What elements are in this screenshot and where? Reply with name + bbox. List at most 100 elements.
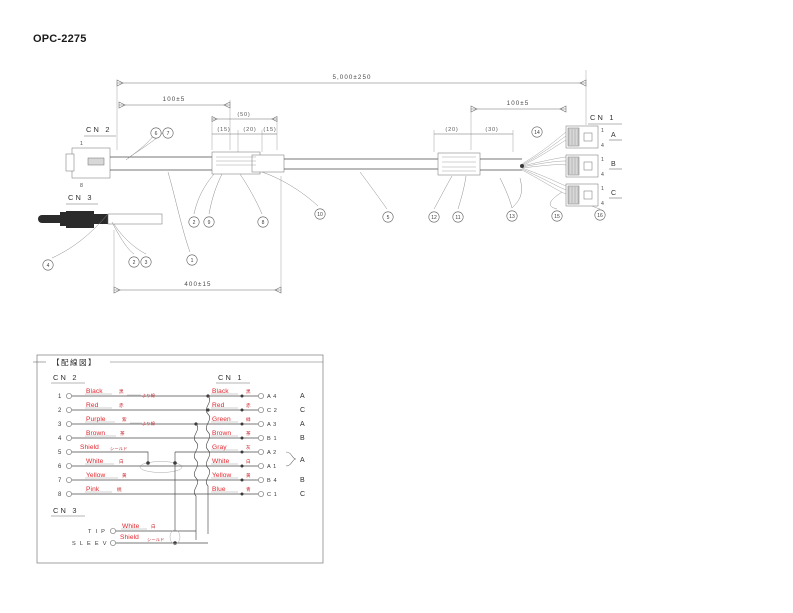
cn2-wire-color-jp: 赤 — [119, 403, 124, 408]
cn2-pin-number: 6 — [58, 464, 62, 470]
cn2-label: CN 2 — [86, 125, 112, 134]
dimension-right-span: 100±5 — [470, 100, 567, 150]
wire-row: 7 Yellow 黄 Yellow 黄 B 4 B — [58, 472, 305, 484]
dimension-overall: 5,000±250 — [116, 70, 587, 150]
cn2-wire-color-jp: 紫 — [122, 417, 127, 422]
wire-row: 8 Pink 桃 Blue 青 C 1 C — [58, 486, 305, 498]
cn3-row: T I P White 白 — [88, 523, 196, 535]
cn2-wire-color-jp: 黒 — [119, 389, 124, 395]
balloon: 15 — [551, 210, 563, 222]
dim-mid-bracket: (50) — [237, 112, 250, 118]
balloon: 7 — [162, 127, 174, 139]
cn3-label: CN 3 — [68, 193, 94, 202]
balloon: 1 — [186, 254, 198, 266]
wire-row: 5 Shield シールド Gray 灰 A 2 — [58, 444, 277, 462]
cn1-a-pin-bottom: 4 — [601, 143, 604, 149]
dimension-bottom-span: 400±15 — [113, 176, 282, 294]
cn3-wire-color: Shield — [120, 534, 139, 541]
cn2-pin-top: 1 — [80, 141, 83, 147]
bracket-group-label: A — [300, 457, 305, 464]
cn3-wire-color-jp: 白 — [151, 523, 156, 530]
wire-row: 4 Brown 茶 Brown 茶 B 1 B — [58, 430, 305, 442]
balloon: 10 — [314, 208, 326, 220]
cn2-pin-number: 1 — [58, 394, 62, 400]
cn1-module-c: 1 4 C — [565, 183, 622, 207]
dimension-mid-bracket: (50) — [211, 112, 278, 150]
wd-cn3-block: CN 3 T I P White 白 S L E E V E Shield シー… — [51, 462, 208, 547]
cn1-group: A — [300, 421, 305, 428]
cn2-wire-color: Pink — [86, 486, 100, 493]
cn2-wire-color: Shield — [80, 444, 99, 451]
cn1-wire-color-jp: 白 — [246, 458, 251, 465]
cn1-group: C — [300, 407, 305, 414]
cn1-wire-color: Yellow — [212, 472, 232, 479]
cn2-pin-number: 2 — [58, 408, 62, 414]
wd-cn2-label: CN 2 — [53, 373, 79, 382]
cn1-wire-color: Red — [212, 402, 225, 409]
balloon-number: 2 — [193, 220, 196, 226]
cn1-wire-color: Black — [212, 388, 229, 395]
cable-branch-wires — [51, 127, 513, 259]
balloon: 8 — [257, 216, 269, 228]
balloon-number: 12 — [431, 215, 437, 221]
cn3-wire-color: White — [122, 523, 140, 530]
cn1-group: B — [300, 477, 305, 484]
cn1-terminal: A 2 — [267, 450, 277, 456]
connector-cn2: CN 2 1 8 — [65, 125, 116, 189]
cn2-wire-color-jp: 桃 — [117, 486, 122, 493]
cn1-wire-color-jp: 灰 — [246, 444, 251, 451]
terminal-group-bracket: A — [285, 451, 305, 467]
dim-bottom-span: 400±15 — [184, 281, 211, 288]
cn1-wire-color: Green — [212, 416, 231, 423]
cn1-wire-color-jp: 青 — [246, 486, 251, 493]
cn1-terminal: B 1 — [267, 436, 277, 442]
cn1-group-c: C — [611, 190, 617, 197]
cn2-twist-note: より線 — [142, 420, 156, 427]
balloon-number: 16 — [597, 213, 603, 219]
connector-cn3: CN 3 — [38, 193, 163, 228]
dim-mid-sub-b: (20) — [243, 127, 256, 133]
cn2-pin-number: 5 — [58, 450, 62, 456]
cn2-wire-color: Red — [86, 402, 99, 409]
wire-row: 6 White 白 White 白 A 1 — [58, 458, 277, 470]
cn2-pin-number: 4 — [58, 436, 62, 442]
cn1-group-a: A — [611, 132, 616, 139]
dim-mid-sub-a: (15) — [217, 127, 230, 133]
cn1-wire-color-jp: 緑 — [246, 416, 251, 422]
cn1-group: A — [300, 393, 305, 400]
cn1-wire-color: Gray — [212, 444, 227, 451]
dim-left-span: 100±5 — [163, 96, 186, 103]
cn2-wire-color: Black — [86, 388, 103, 395]
balloon: 12 — [428, 211, 440, 223]
cn2-pin-number: 3 — [58, 422, 62, 428]
cn2-wire-color-jp: 黄 — [122, 472, 127, 479]
cn1-terminal: A 1 — [267, 464, 277, 470]
cn3-row: S L E E V E Shield シールド — [72, 534, 208, 547]
cn2-wire-color-jp: 茶 — [120, 430, 125, 436]
cable-body — [110, 151, 522, 176]
cn1-wire-color-jp: 茶 — [246, 430, 251, 436]
cn1-module-a: 1 4 A — [565, 125, 622, 149]
wd-cn3-label: CN 3 — [53, 506, 79, 515]
cn3-terminal: T I P — [88, 529, 106, 535]
dim-right-sub-b: (30) — [485, 127, 498, 133]
cn2-wire-color: Purple — [86, 416, 106, 423]
balloon: 5 — [382, 211, 394, 223]
cable-fanout — [511, 131, 601, 210]
cn1-b-pin-top: 1 — [601, 157, 604, 163]
balloon-number: 9 — [208, 220, 211, 226]
balloon: 3 — [140, 256, 152, 268]
cn2-wire-color: Brown — [86, 430, 105, 437]
cn1-wire-color: Blue — [212, 486, 226, 493]
dim-mid-sub-c: (15) — [263, 127, 276, 133]
balloon-number: 6 — [155, 131, 158, 137]
balloon-number: 13 — [509, 214, 515, 220]
cn2-pin-bottom: 8 — [80, 183, 83, 189]
twisted-pair-marks — [193, 395, 211, 540]
dimension-right-subdivisions: (20) (30) — [433, 127, 514, 152]
cn3-wire-color-jp: シールド — [147, 537, 165, 542]
balloon-number: 8 — [262, 220, 265, 226]
balloon: 2 — [188, 216, 200, 228]
